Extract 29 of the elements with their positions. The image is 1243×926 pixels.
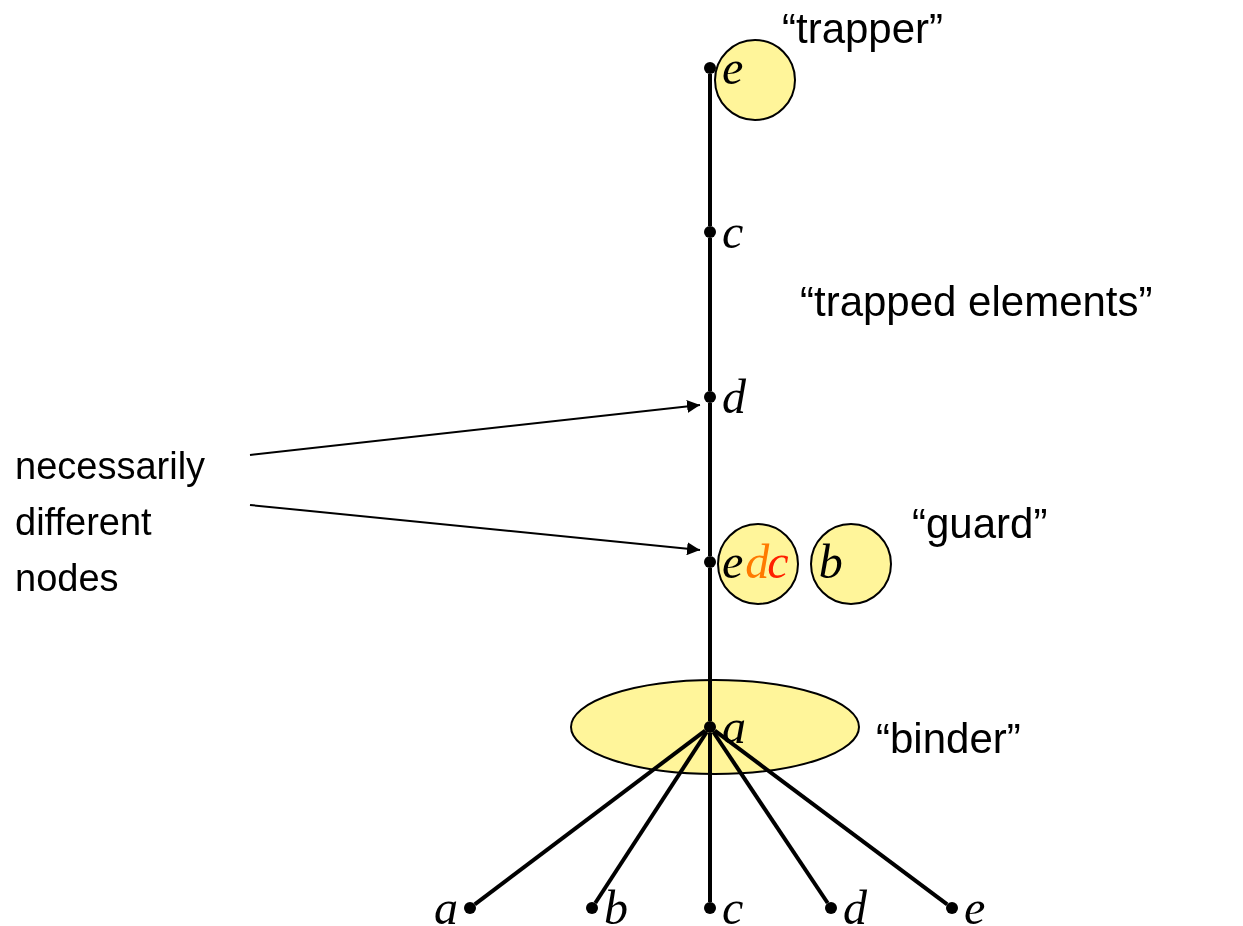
node-letter: a — [434, 886, 458, 926]
tree-edge — [708, 733, 712, 902]
role-label: “trapped elements” — [800, 278, 1153, 326]
tree-edge — [708, 568, 712, 721]
node-letter: d — [745, 540, 770, 584]
tree-edge — [708, 403, 712, 556]
node-letter: c — [722, 886, 744, 926]
node-letter: d — [843, 886, 867, 926]
arrow — [249, 400, 701, 456]
role-label: “trapper” — [782, 5, 944, 53]
node-letter: d — [722, 375, 746, 419]
tree-node — [825, 886, 867, 926]
tree-edge — [711, 730, 830, 905]
tree-edge — [713, 729, 949, 906]
role-label: “guard” — [912, 500, 1048, 548]
node-letter: b — [818, 540, 843, 584]
role-label: “binder” — [876, 715, 1021, 763]
tree-edge — [473, 729, 707, 906]
tree-edge — [593, 730, 709, 905]
annotation-text: necessarily different nodes — [15, 438, 250, 606]
tree-node — [586, 886, 628, 926]
arrow — [249, 504, 701, 556]
tree-edge — [708, 238, 712, 391]
tree-edge — [708, 74, 712, 226]
node-letter: e — [964, 886, 986, 926]
node-letter: e — [722, 46, 744, 90]
node-letter: b — [604, 886, 628, 926]
node-letter: e — [722, 540, 744, 584]
node-letter: c — [722, 210, 744, 254]
